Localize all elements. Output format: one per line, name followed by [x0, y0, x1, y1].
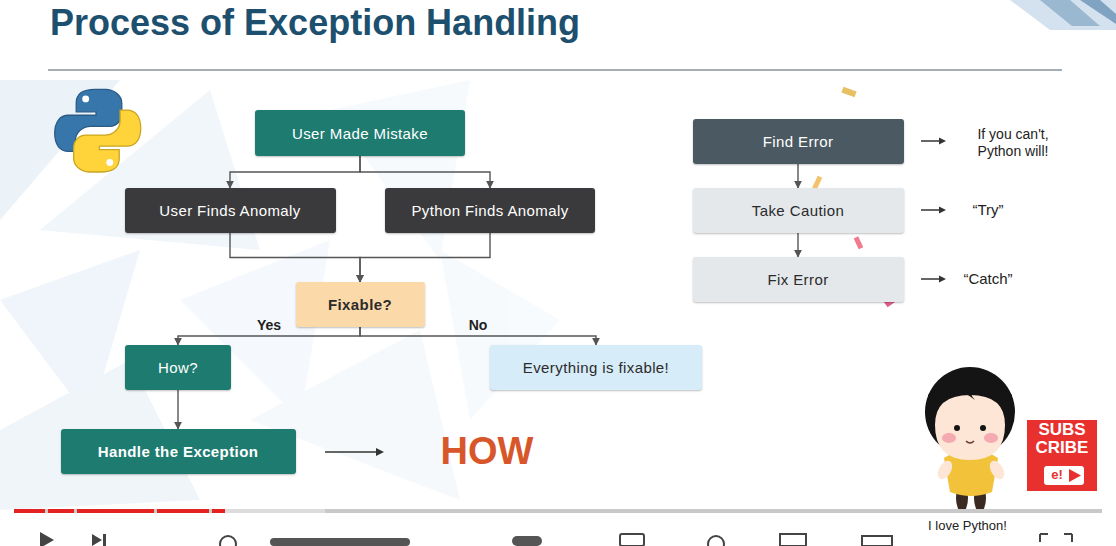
python-logo — [55, 89, 141, 172]
edge-label: Yes — [257, 317, 281, 333]
box-text: How? — [158, 359, 198, 376]
box-text: User Made Mistake — [292, 125, 428, 142]
connector — [797, 233, 798, 257]
connector — [230, 233, 360, 282]
step-box: Find Error — [693, 119, 904, 164]
box-text: Find Error — [763, 133, 834, 150]
background-pattern — [0, 80, 560, 510]
process-box: Handle the Exception — [61, 429, 296, 474]
subscribe-badge — [1027, 420, 1097, 491]
how-graphic-text: HOW — [432, 429, 542, 475]
result-box: Everything is fixable! — [490, 345, 702, 390]
badge-text: e! — [1045, 467, 1069, 483]
badge-text: SUBS CRIBE — [1028, 421, 1096, 457]
note-text: “Catch” — [948, 270, 1028, 288]
step-box: Fix Error — [693, 257, 904, 302]
caption-text: I love Python! — [905, 518, 1030, 534]
connector — [360, 233, 490, 282]
video-controls — [14, 509, 1102, 546]
step-box: Take Caution — [693, 188, 904, 233]
connector — [177, 390, 178, 429]
box-text: Handle the Exception — [98, 443, 259, 460]
connector — [230, 156, 360, 188]
box-text: Everything is fixable! — [523, 359, 669, 376]
process-box: User Finds Anomaly — [125, 188, 336, 233]
process-box: Python Finds Anomaly — [385, 188, 595, 233]
box-text: Python Finds Anomaly — [411, 202, 568, 219]
box-text: Fixable? — [328, 296, 392, 313]
cartoon-girl — [925, 367, 1015, 512]
corner-stripes — [1010, 0, 1116, 30]
start-box: User Made Mistake — [255, 110, 465, 156]
box-text: Fix Error — [767, 271, 828, 288]
process-box: How? — [125, 345, 231, 390]
box-text: Take Caution — [752, 202, 844, 219]
connector — [797, 164, 798, 188]
note-text: If you can't, Python will! — [958, 126, 1068, 160]
box-text: User Finds Anomaly — [159, 202, 300, 219]
title-rule — [48, 70, 1062, 71]
decision-box: Fixable? — [296, 282, 425, 327]
note-text: “Try” — [948, 201, 1028, 219]
slide-title: Process of Exception Handling — [50, 2, 580, 44]
edge-label: No — [469, 317, 488, 333]
connector — [360, 156, 490, 188]
